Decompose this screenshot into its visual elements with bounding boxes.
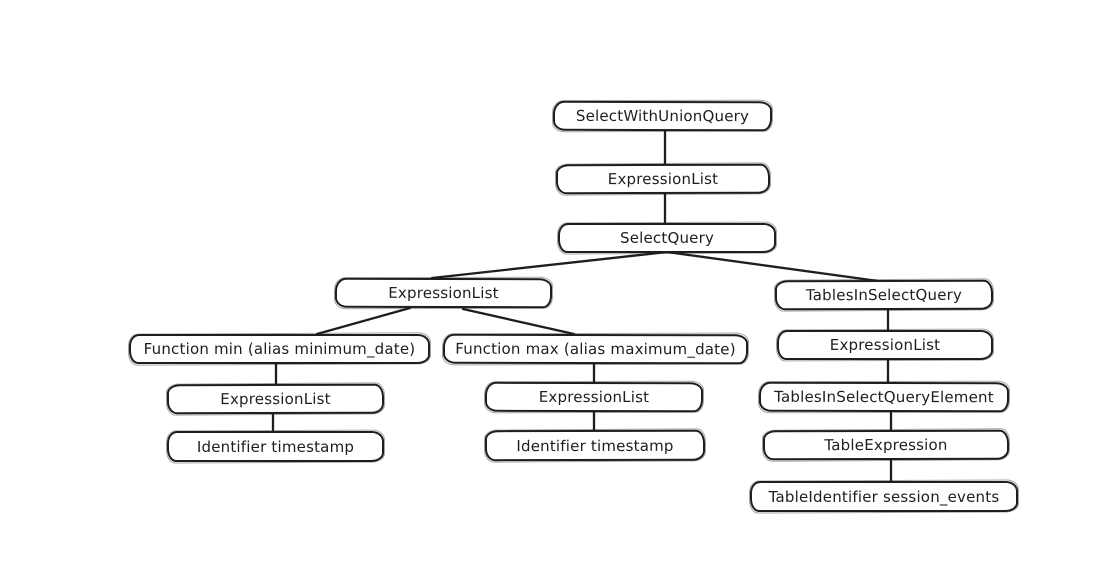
tree-node-expression-list-tables: ExpressionList: [777, 330, 993, 360]
tree-node-table-expression: TableExpression: [762, 429, 1010, 461]
tree-node-function-min: Function min (alias minimum_date): [129, 334, 430, 364]
tree-node-expression-list-root: ExpressionList: [555, 163, 771, 195]
tree-node-identifier-timestamp-max: Identifier timestamp: [484, 429, 706, 462]
tree-node-tables-in-select-query-element: TablesInSelectQueryElement: [758, 381, 1010, 413]
tree-edge-select-query--tables-in-select-query: [665, 250, 880, 283]
tree-node-expression-list-select: ExpressionList: [334, 277, 553, 309]
tree-node-function-max: Function max (alias maximum_date): [442, 333, 749, 365]
tree-node-tables-in-select-query: TablesInSelectQuery: [774, 279, 994, 311]
tree-node-identifier-timestamp-min: Identifier timestamp: [167, 431, 384, 462]
tree-node-expression-list-max: ExpressionList: [484, 381, 704, 413]
tree-edge-expression-list-select--function-max: [461, 307, 576, 336]
tree-edge-select-query--expression-list-select: [430, 250, 669, 280]
tree-node-table-identifier: TableIdentifier session_events: [750, 481, 1018, 512]
tree-node-select-query: SelectQuery: [558, 223, 776, 253]
tree-edge-expression-list-select--function-min: [315, 306, 412, 336]
tree-node-select-with-union-query: SelectWithUnionQuery: [552, 100, 773, 132]
tree-node-expression-list-min: ExpressionList: [166, 383, 385, 415]
